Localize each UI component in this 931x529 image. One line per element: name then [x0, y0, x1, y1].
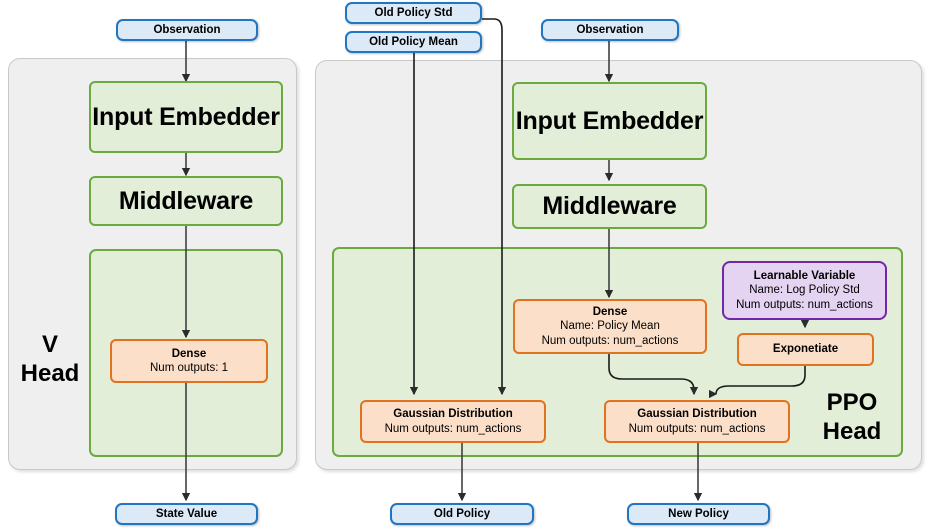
ppo-head-learnable-variable-name: Name: Log Policy Std [749, 284, 860, 297]
output-old-policy-label: Old Policy [433, 507, 491, 520]
ppo-head-gaussian-old-title: Gaussian Distribution [393, 408, 513, 421]
v-head-middleware-label: Middleware [118, 186, 254, 215]
input-old-policy-std-label: Old Policy Std [374, 6, 453, 19]
output-state-value[interactable]: State Value [115, 503, 258, 525]
ppo-head-learnable-variable[interactable]: Learnable Variable Name: Log Policy Std … [722, 261, 887, 320]
ppo-head-learnable-variable-num-outputs: Num outputs: num_actions [736, 298, 873, 311]
input-old-policy-mean-label: Old Policy Mean [369, 35, 458, 48]
ppo-head-gaussian-new-title: Gaussian Distribution [637, 408, 757, 421]
ppo-head-learnable-variable-title: Learnable Variable [753, 270, 856, 283]
output-state-value-label: State Value [155, 507, 218, 520]
ppo-head-caption: PPO Head [805, 388, 899, 447]
v-head-caption-line2: Head [20, 360, 80, 388]
v-head-input-embedder[interactable]: Input Embedder [89, 81, 283, 153]
ppo-head-dense-name: Name: Policy Mean [560, 320, 660, 333]
v-head-dense-title: Dense [171, 347, 207, 360]
ppo-head-gaussian-old-num-outputs: Num outputs: num_actions [384, 422, 522, 435]
ppo-head-middleware[interactable]: Middleware [512, 184, 707, 229]
ppo-head-input-embedder[interactable]: Input Embedder [512, 82, 707, 160]
output-old-policy[interactable]: Old Policy [390, 503, 534, 525]
ppo-head-caption-line2: Head [822, 418, 882, 446]
input-observation-ppo[interactable]: Observation [541, 19, 679, 41]
ppo-head-exponetiate-title: Exponetiate [772, 343, 839, 356]
ppo-head-middleware-label: Middleware [542, 192, 677, 221]
v-head-input-embedder-label: Input Embedder [92, 102, 280, 131]
v-head-dense-num-outputs: Num outputs: 1 [150, 362, 228, 374]
input-observation-v[interactable]: Observation [116, 19, 258, 41]
output-new-policy-label: New Policy [668, 507, 729, 520]
input-observation-v-label: Observation [153, 23, 221, 36]
ppo-head-caption-line1: PPO [826, 389, 878, 416]
ppo-head-dense-num-outputs: Num outputs: num_actions [541, 334, 679, 347]
input-old-policy-std[interactable]: Old Policy Std [345, 2, 482, 24]
input-observation-ppo-label: Observation [576, 23, 644, 36]
v-head-caption: V Head [10, 330, 90, 389]
ppo-head-dense-policy-mean[interactable]: Dense Name: Policy Mean Num outputs: num… [513, 299, 707, 354]
ppo-head-exponetiate[interactable]: Exponetiate [737, 333, 874, 366]
ppo-head-input-embedder-label: Input Embedder [515, 106, 704, 135]
ppo-head-gaussian-distribution-new[interactable]: Gaussian Distribution Num outputs: num_a… [604, 400, 790, 443]
output-new-policy[interactable]: New Policy [627, 503, 770, 525]
v-head-caption-line1: V [41, 331, 58, 358]
v-head-dense[interactable]: Dense Num outputs: 1 [110, 339, 268, 383]
input-old-policy-mean[interactable]: Old Policy Mean [345, 31, 482, 53]
ppo-head-dense-title: Dense [592, 306, 628, 319]
ppo-head-gaussian-new-num-outputs: Num outputs: num_actions [628, 422, 766, 435]
ppo-head-gaussian-distribution-old[interactable]: Gaussian Distribution Num outputs: num_a… [360, 400, 546, 443]
v-head-middleware[interactable]: Middleware [89, 176, 283, 226]
